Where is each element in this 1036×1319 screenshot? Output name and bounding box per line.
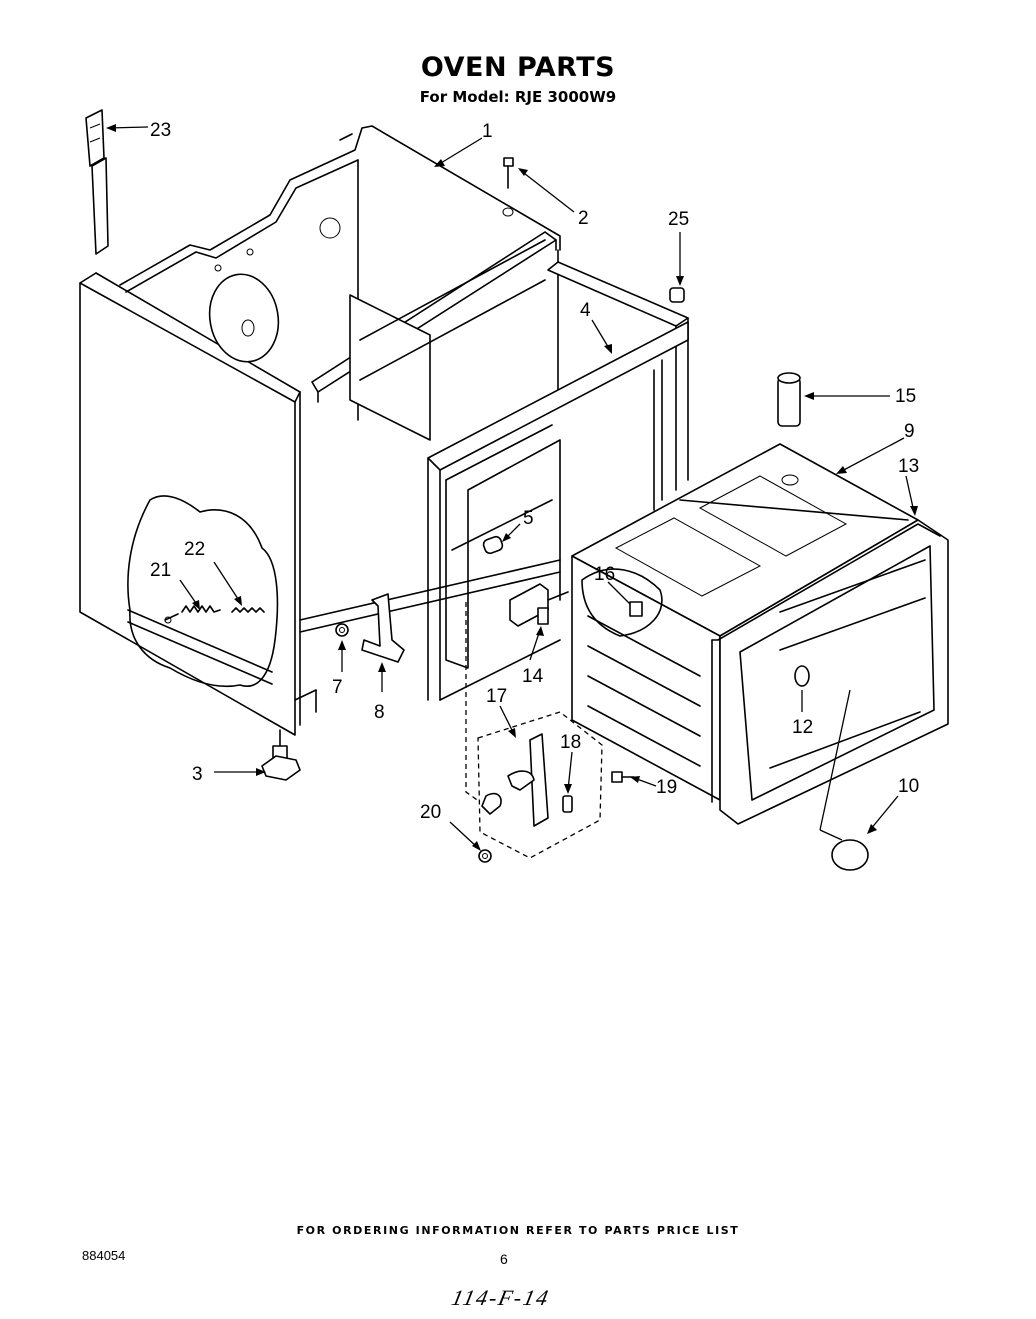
callout-13: 13 [898, 456, 919, 477]
callout-17: 17 [486, 686, 507, 707]
leader-lines [106, 124, 918, 851]
oven-cavity [571, 372, 949, 825]
callout-4: 4 [580, 300, 591, 321]
callout-16: 16 [594, 564, 615, 585]
page-title: OVEN PARTS [420, 52, 616, 83]
part-25-plug [669, 287, 685, 303]
ordering-information-note: FOR ORDERING INFORMATION REFER TO PARTS … [296, 1224, 740, 1237]
callout-25: 25 [668, 209, 689, 230]
handwritten-note: 114-F-14 [449, 1285, 553, 1310]
callout-labels: 1 2 3 4 5 7 8 9 10 12 13 14 15 16 17 18 … [150, 120, 919, 823]
part-14-latch-bracket [509, 583, 569, 627]
callout-18: 18 [560, 732, 581, 753]
callout-23: 23 [150, 120, 171, 141]
callout-10: 10 [898, 776, 919, 797]
page-number: 6 [500, 1251, 508, 1267]
callout-21: 21 [150, 560, 171, 581]
callout-19: 19 [656, 777, 677, 798]
document-number: 884054 [82, 1248, 126, 1263]
callout-5: 5 [523, 508, 534, 529]
callout-2: 2 [578, 208, 589, 229]
model-subtitle: For Model: RJE 3000W9 [419, 88, 617, 106]
callout-20: 20 [420, 802, 441, 823]
callout-8: 8 [374, 702, 385, 723]
part-17-latch-assembly [465, 602, 603, 859]
callout-15: 15 [895, 386, 916, 407]
part-10-cover-disc [819, 689, 869, 871]
part-2-screw [502, 157, 514, 217]
cabinet-body [79, 125, 689, 736]
part-7-nut [335, 623, 349, 637]
part-23-vent-strip [85, 109, 109, 255]
part-20-clip [478, 849, 492, 863]
callout-1: 1 [482, 121, 493, 142]
callout-22: 22 [184, 539, 205, 560]
callout-9: 9 [904, 421, 915, 442]
part-5-bumper [482, 535, 504, 555]
callout-14: 14 [522, 666, 544, 687]
part-3-leveling-leg [261, 729, 301, 781]
part-8-bracket [361, 593, 405, 663]
callout-7: 7 [332, 677, 343, 698]
callout-3: 3 [192, 764, 203, 785]
callout-12: 12 [792, 717, 813, 738]
